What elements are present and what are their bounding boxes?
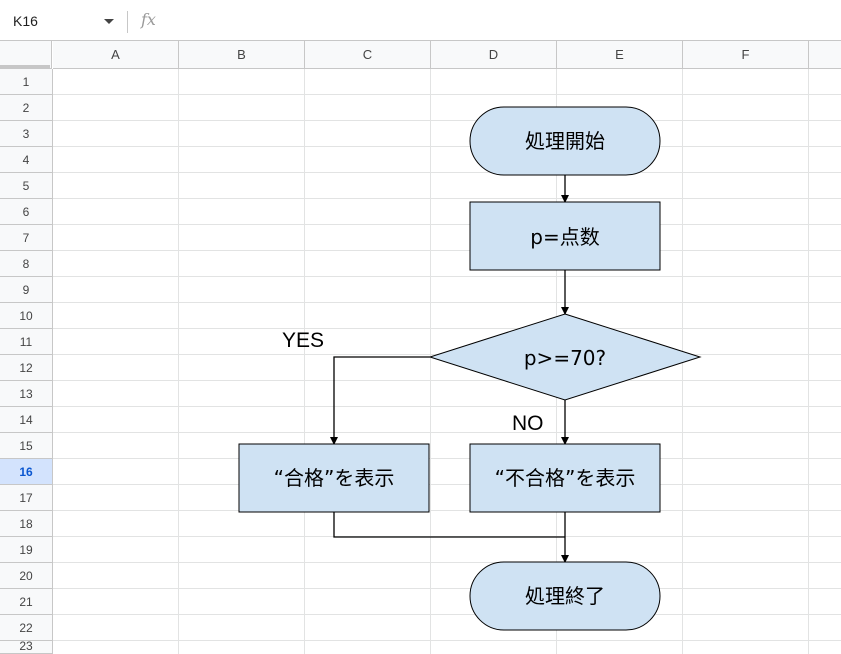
decision-shape [428,313,702,401]
formula-input[interactable] [172,6,836,36]
start-terminal-shape [469,106,661,176]
row-header-21[interactable]: 21 [0,589,53,615]
column-header-d[interactable]: D [431,41,557,69]
row-header-14[interactable]: 14 [0,407,53,433]
column-header-b[interactable]: B [179,41,305,69]
row-header-9[interactable]: 9 [0,277,53,303]
row-header-18[interactable]: 18 [0,511,53,537]
fail-process[interactable]: “不合格”を表示 [469,443,661,513]
decision-label: p>=70? [524,346,606,370]
row-header-20[interactable]: 20 [0,563,53,589]
row-header-12[interactable]: 12 [0,355,53,381]
row-header-15[interactable]: 15 [0,433,53,459]
row-header-6[interactable]: 6 [0,199,53,225]
row-header-13[interactable]: 13 [0,381,53,407]
pass-process-label: “合格”を表示 [274,466,395,490]
corner-line [0,65,50,68]
name-box-dropdown-icon[interactable] [104,19,114,24]
row-header-17[interactable]: 17 [0,485,53,511]
row-header-10[interactable]: 10 [0,303,53,329]
pass-process-shape [238,443,430,513]
row-header-5[interactable]: 5 [0,173,53,199]
column-header-a[interactable]: A [53,41,179,69]
name-box-value: K16 [13,13,38,29]
row-header-3[interactable]: 3 [0,121,53,147]
function-icon: fx [141,10,156,29]
connector-pass-merge[interactable] [333,512,565,538]
decision-diamond[interactable]: p>=70? [428,313,702,401]
end-terminal[interactable]: 処理終了 [469,561,661,631]
row-header-2[interactable]: 2 [0,95,53,121]
assign-process[interactable]: p=点数 [469,201,661,271]
no-label: NO [512,412,544,435]
row-header-19[interactable]: 19 [0,537,53,563]
row-header-8[interactable]: 8 [0,251,53,277]
arrow-yes-branch[interactable] [330,356,430,445]
end-terminal-shape [469,561,661,631]
column-header-g[interactable] [809,41,841,69]
assign-process-shape [469,201,661,271]
row-header-16[interactable]: 16 [0,459,53,485]
column-header-f[interactable]: F [683,41,809,69]
row-header-1[interactable]: 1 [0,69,53,95]
row-header-22[interactable]: 22 [0,615,53,641]
name-box[interactable]: K16 [4,8,116,34]
fail-process-label: “不合格”を表示 [495,466,636,490]
row-header-4[interactable]: 4 [0,147,53,173]
start-terminal[interactable]: 処理開始 [469,106,661,176]
row-header-7[interactable]: 7 [0,225,53,251]
end-terminal-label: 処理終了 [525,584,605,608]
start-terminal-label: 処理開始 [525,129,605,153]
fail-process-shape [469,443,661,513]
formula-bar-divider [127,11,128,33]
assign-process-label: p=点数 [530,225,599,249]
pass-process[interactable]: “合格”を表示 [238,443,430,513]
select-all-corner[interactable] [0,41,52,69]
column-header-c[interactable]: C [305,41,431,69]
row-header-11[interactable]: 11 [0,329,53,355]
column-header-e[interactable]: E [557,41,683,69]
yes-label: YES [282,329,324,352]
formula-bar: K16 fx [0,0,841,41]
